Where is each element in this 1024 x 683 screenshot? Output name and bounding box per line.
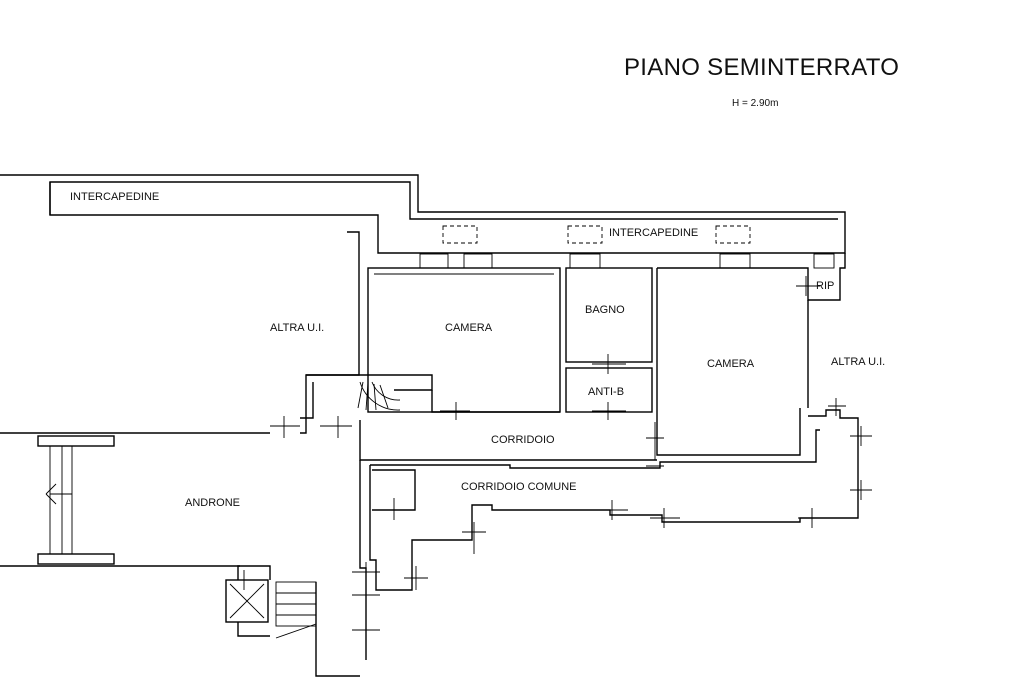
- room-label-bagno: BAGNO: [585, 304, 625, 316]
- room-label-anti-b: ANTI-B: [588, 386, 625, 398]
- door-marks: [45, 276, 872, 642]
- room-label-intercapedine-left: INTERCAPEDINE: [70, 191, 160, 203]
- stairs-lift: [225, 565, 360, 677]
- androne-walls: [37, 435, 115, 565]
- camera-right-walls: [656, 253, 846, 456]
- room-label-camera-left: CAMERA: [445, 322, 493, 334]
- room-label-androne: ANDRONE: [185, 497, 241, 509]
- room-label-corridoio: CORRIDOIO: [491, 434, 555, 446]
- room-label-camera-right: CAMERA: [707, 358, 755, 370]
- height-note: H = 2.90m: [732, 98, 779, 109]
- intercapedine-walls: [0, 174, 846, 254]
- altra-ui-left-walls: [0, 231, 360, 567]
- common-corridor-walls: [359, 409, 859, 660]
- page-title: PIANO SEMINTERRATO: [624, 54, 900, 81]
- room-label-altra-ui-right: ALTRA U.I.: [831, 356, 886, 368]
- room-label-intercapedine-top: INTERCAPEDINE: [609, 227, 699, 239]
- room-label-altra-ui-left: ALTRA U.I.: [270, 322, 325, 334]
- spiral-stair: [357, 381, 401, 411]
- room-label-corridoio-comune: CORRIDOIO COMUNE: [461, 481, 577, 493]
- room-label-rip: RIP: [816, 280, 835, 292]
- bathroom-walls: [565, 267, 653, 413]
